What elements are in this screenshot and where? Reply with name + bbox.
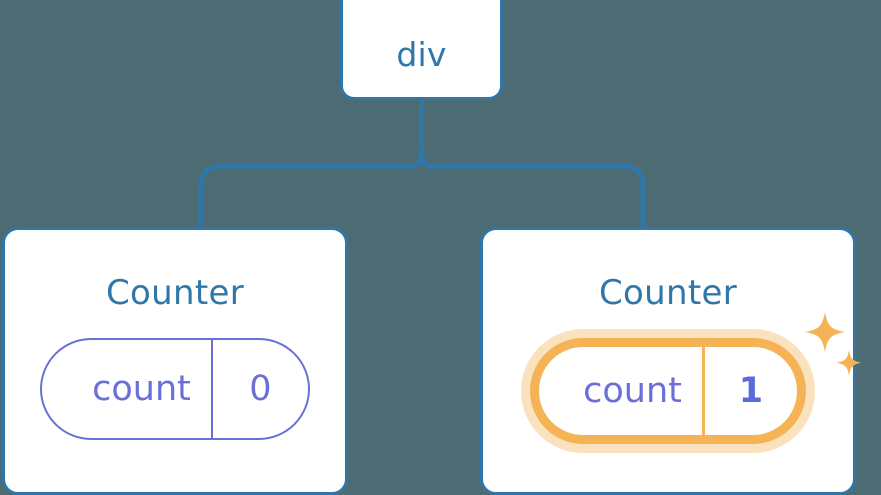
card-title: Counter [106,273,244,313]
card-counter-left[interactable]: Counter count 0 [2,227,348,495]
state-pill-value: 0 [249,368,272,409]
state-pill-divider [701,347,705,435]
state-pill[interactable]: count 0 [40,338,310,440]
state-pill-wrapper: count 1 [530,312,862,444]
sparkle-four-point-icon [804,312,845,352]
state-pill-highlighted[interactable]: count 1 [530,338,806,444]
state-pill-key: count [92,368,191,409]
state-pill-key: count [583,370,682,411]
node-div[interactable]: div [340,0,503,100]
state-pill-wrapper: count 0 [40,338,310,440]
state-pill-value: 1 [738,370,764,411]
sparkle-four-point-small-icon [836,350,862,376]
card-title: Counter [599,273,737,313]
sparkle-group [804,312,862,376]
card-counter-right[interactable]: Counter count 1 [480,227,862,495]
node-div-label: div [396,35,447,74]
state-pill-divider [210,340,213,438]
